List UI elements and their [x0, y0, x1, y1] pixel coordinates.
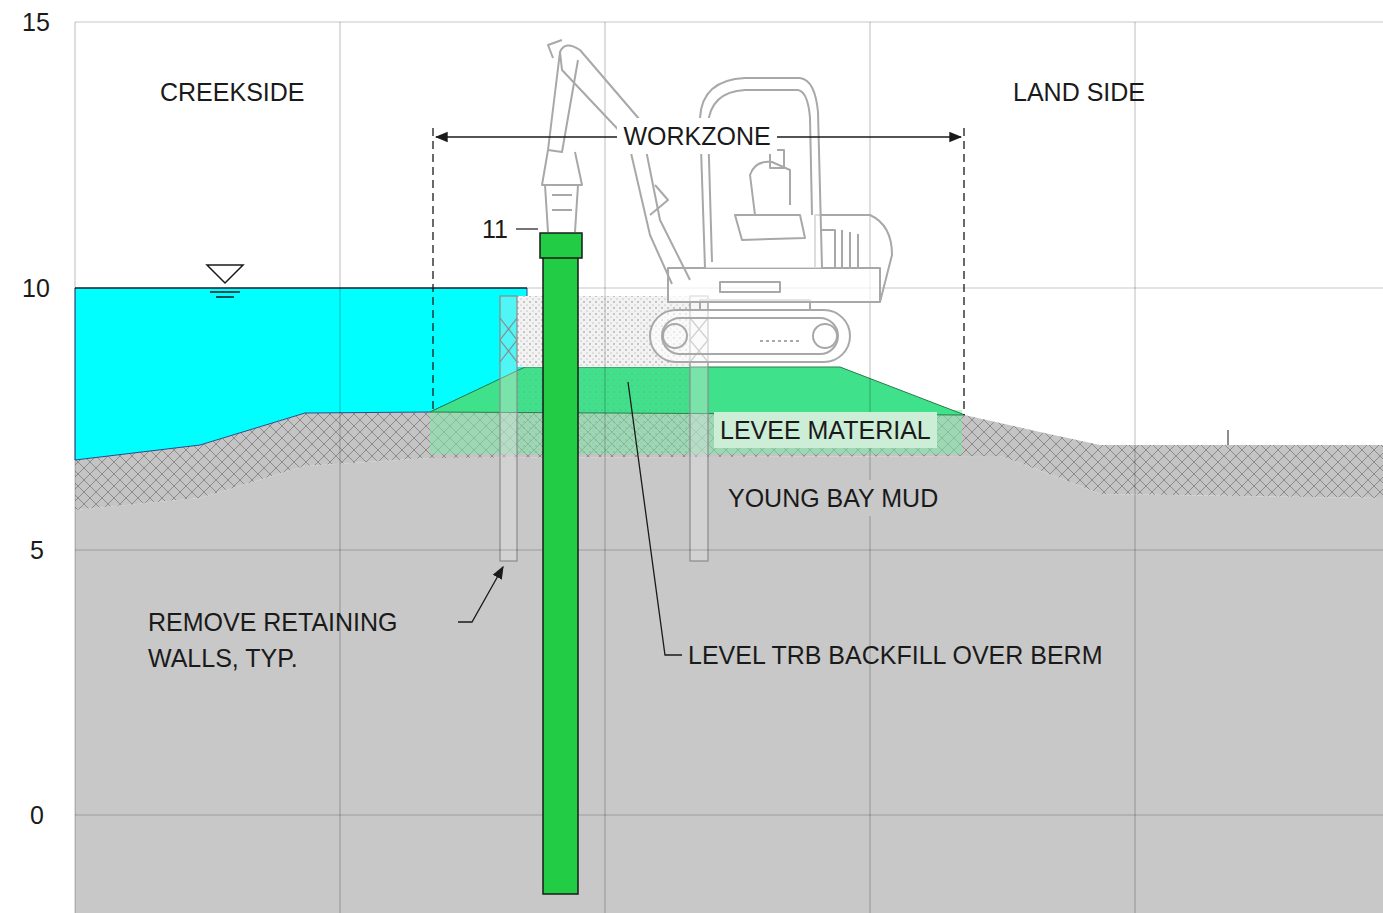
retaining-wall-leader: [458, 567, 503, 622]
workzone-dimension: [433, 128, 964, 415]
region-label: LAND SIDE: [1013, 74, 1145, 110]
note-label: REMOVE RETAINING WALLS, TYP.: [148, 604, 458, 676]
young-bay-mud: [75, 456, 1383, 913]
backfill-leader: [628, 382, 682, 655]
material-label: YOUNG BAY MUD: [722, 480, 944, 516]
axis-value: 0: [30, 797, 44, 833]
axis-value: 5: [30, 532, 44, 568]
water-level-symbol: [207, 265, 243, 297]
excavator: [542, 40, 892, 362]
axis-value: 10: [22, 270, 50, 306]
grid: [75, 22, 1383, 913]
dimension-label: WORKZONE: [617, 118, 776, 154]
callout-leader: [516, 228, 538, 229]
material-label: LEVEE MATERIAL: [714, 412, 937, 448]
grade-tick: [1228, 430, 1229, 445]
region-label: CREEKSIDE: [160, 74, 304, 110]
pile: [540, 233, 582, 894]
axis-value: 15: [22, 4, 50, 40]
callout-number: 11: [482, 211, 508, 247]
note-label: LEVEL TRB BACKFILL OVER BERM: [688, 637, 1103, 673]
